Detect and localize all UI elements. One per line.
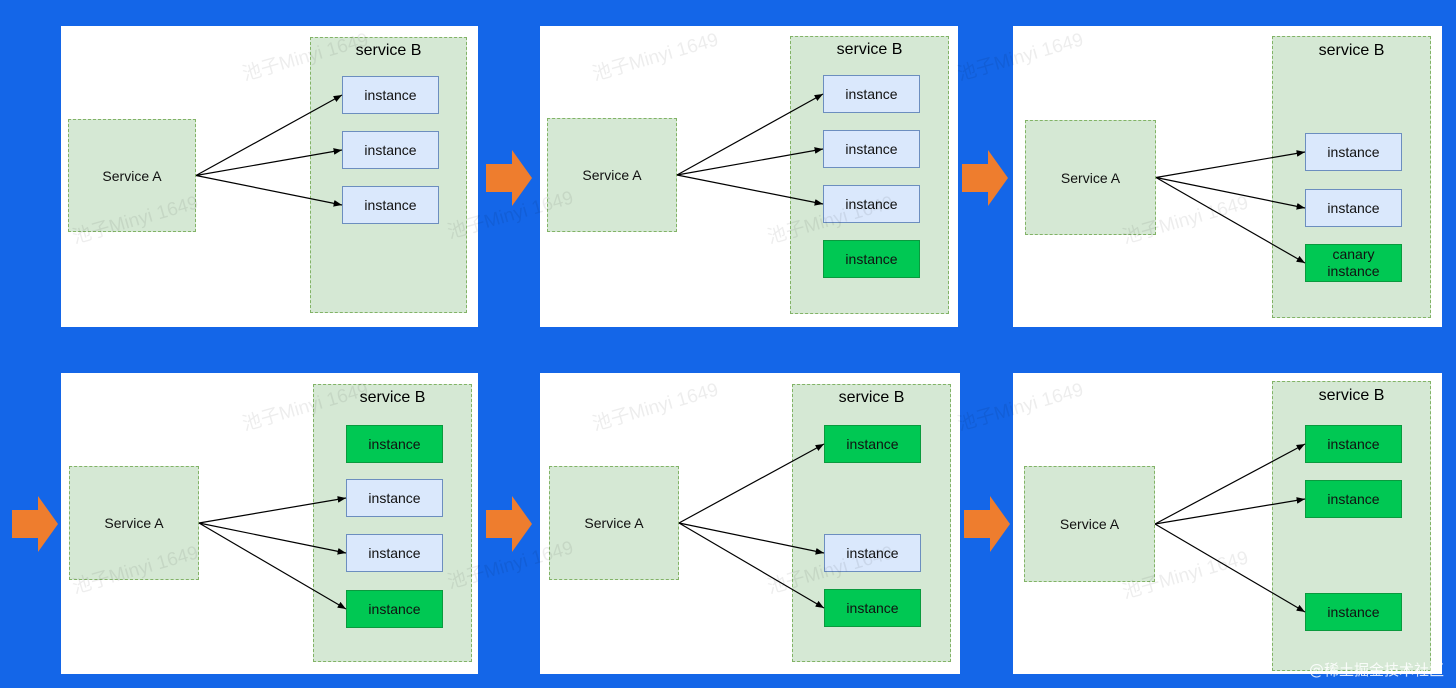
request-arrow (1155, 176, 1306, 264)
request-arrow (676, 93, 824, 176)
service-b-title: service B (355, 42, 422, 59)
request-arrow (198, 522, 347, 610)
request-arrow (1154, 443, 1306, 525)
service-a-box: Service A (1024, 466, 1155, 582)
request-arrow (1155, 176, 1306, 210)
instance-box: instance (823, 75, 920, 113)
service-b-title: service B (1318, 42, 1385, 59)
request-arrow (678, 522, 825, 609)
service-a-box: Service A (547, 118, 677, 232)
request-arrow (676, 174, 824, 206)
instance-box: instance (1305, 189, 1402, 227)
next-stage-arrow-icon (964, 496, 1010, 552)
request-arrow (678, 522, 825, 555)
new-instance-box: instance (823, 240, 920, 278)
instance-box: instance (824, 534, 921, 572)
new-instance-box: instance (346, 425, 443, 463)
next-stage-arrow-icon (12, 496, 58, 552)
next-stage-arrow-icon (486, 496, 532, 552)
request-arrow (198, 522, 347, 555)
service-a-box: Service A (549, 466, 679, 580)
service-b-title: service B (359, 389, 426, 406)
instance-box: instance (823, 130, 920, 168)
next-stage-arrow-icon (962, 150, 1008, 206)
request-arrow (1155, 150, 1306, 179)
instance-box: instance (823, 185, 920, 223)
next-stage-arrow-icon (486, 150, 532, 206)
canary-instance-box: canary instance (1305, 244, 1402, 282)
instance-box: instance (342, 131, 439, 169)
service-b-title: service B (1318, 387, 1385, 404)
service-a-box: Service A (1025, 120, 1156, 235)
new-instance-box: instance (1305, 425, 1402, 463)
new-instance-box: instance (1305, 593, 1402, 631)
service-b-title: service B (836, 41, 903, 58)
instance-box: instance (346, 534, 443, 572)
new-instance-box: instance (824, 425, 921, 463)
request-arrow (1154, 523, 1306, 613)
service-a-box: Service A (68, 119, 196, 232)
request-arrow (195, 94, 343, 177)
request-arrow (1154, 497, 1306, 525)
instance-box: instance (1305, 133, 1402, 171)
instance-box: instance (342, 186, 439, 224)
request-arrow (198, 496, 347, 524)
new-instance-box: instance (1305, 480, 1402, 518)
new-instance-box: instance (824, 589, 921, 627)
instance-box: instance (342, 76, 439, 114)
request-arrow (678, 443, 825, 524)
new-instance-box: instance (346, 590, 443, 628)
request-arrow (195, 148, 343, 177)
service-a-box: Service A (69, 466, 199, 580)
site-watermark: @稀土掘金技术社区 (1308, 661, 1444, 679)
service-b-title: service B (838, 389, 905, 406)
request-arrow (195, 174, 343, 207)
request-arrow (676, 147, 824, 176)
instance-box: instance (346, 479, 443, 517)
